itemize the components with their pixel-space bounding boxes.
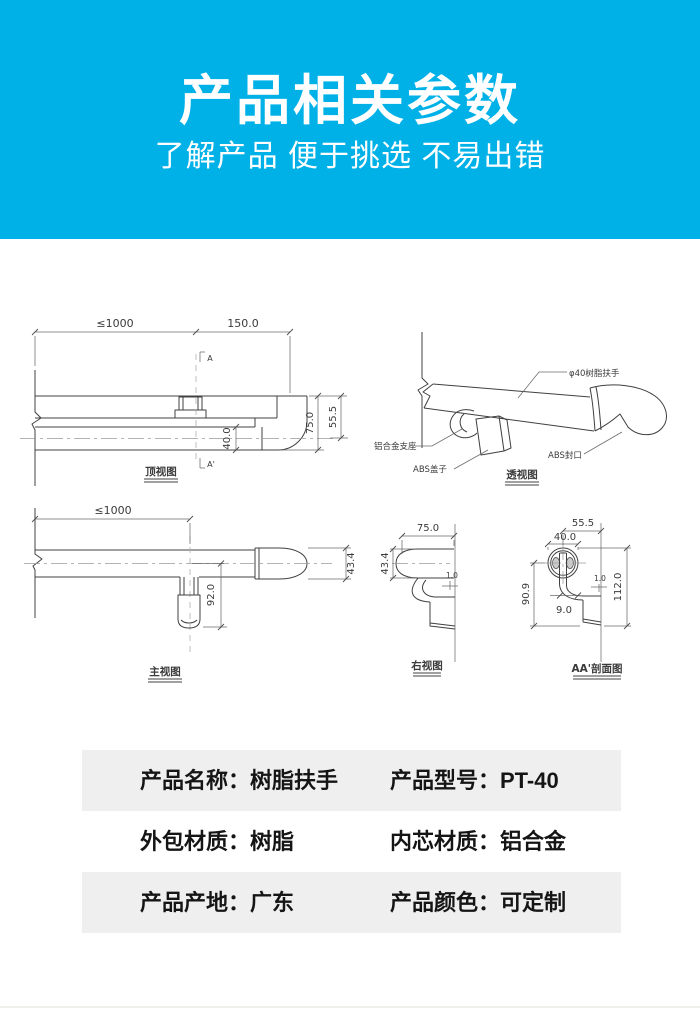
page-subtitle: 了解产品 便于挑选 不易出错 <box>154 140 546 173</box>
spec-outer-material: 外包材质：树脂 <box>140 829 295 854</box>
front-view-drawing: ≤1000 92.0 43.4 主视图 <box>0 500 360 700</box>
section-view-dim-base: 9.0 <box>556 605 572 616</box>
table-row: 外包材质：树脂 内芯材质：铝合金 <box>82 811 621 872</box>
perspective-leader-lines <box>416 371 623 470</box>
perspective-view-label: 透视图 <box>506 468 538 481</box>
spec-table: 产品名称：树脂扶手 产品型号：PT-40 外包材质：树脂 内芯材质：铝合金 产品… <box>82 750 621 933</box>
section-view-dimensions <box>530 527 631 630</box>
top-view-dim-end: 150.0 <box>227 317 259 330</box>
top-view-dim-to-center: 55.5 <box>328 406 339 428</box>
front-view-label: 主视图 <box>149 665 181 678</box>
callout-cover: ABS盖子 <box>413 464 447 475</box>
header-banner: 产品相关参数 了解产品 便于挑选 不易出错 <box>0 0 700 239</box>
section-marker-a: A <box>207 354 213 363</box>
footer-divider <box>0 1006 700 1008</box>
perspective-view-drawing: φ40树脂扶手 铝合金支座 ABS盖子 ABS封口 透视图 <box>360 300 700 500</box>
right-view-dimensions <box>389 532 458 590</box>
perspective-geometry <box>417 332 667 456</box>
right-view-geometry <box>392 524 456 662</box>
section-view-label-underline <box>573 675 621 680</box>
spec-product-name: 产品名称：树脂扶手 <box>140 768 339 793</box>
top-view-label: 顶视图 <box>145 465 177 478</box>
right-view-label-underline <box>413 672 441 677</box>
front-view-dim-bracket-drop: 92.0 <box>206 584 217 606</box>
callout-endcap: ABS封口 <box>548 450 582 461</box>
section-view-label: AA'剖面图 <box>572 662 623 675</box>
top-view-dim-length: ≤1000 <box>96 317 133 330</box>
callout-handrail: φ40树脂扶手 <box>569 368 620 379</box>
section-view-dim-drop: 90.9 <box>521 583 532 605</box>
right-view-label: 右视图 <box>410 659 443 672</box>
table-row: 产品产地：广东 产品颜色：可定制 <box>82 872 621 933</box>
spec-core-material: 内芯材质：铝合金 <box>390 829 567 854</box>
perspective-label-underline <box>505 481 539 486</box>
front-view-dim-length: ≤1000 <box>94 504 131 517</box>
front-view-geometry <box>24 508 332 652</box>
section-view-dim-tube: 40.0 <box>554 532 576 543</box>
spec-origin: 产品产地：广东 <box>140 890 295 915</box>
right-view-dim-wall: 1.0 <box>446 571 458 580</box>
section-view-dim-overall: 55.5 <box>572 518 594 529</box>
top-view-dimensions <box>31 328 348 469</box>
callout-support: 铝合金支座 <box>374 441 417 452</box>
top-view-dim-elbow-depth: 75.0 <box>305 412 316 434</box>
top-view-drawing: ≤1000 150.0 40.0 75.0 55.5 A A' 顶视图 <box>0 300 360 500</box>
front-view-dimensions <box>31 515 351 631</box>
front-view-dim-tube-height: 43.4 <box>346 552 357 574</box>
section-view-drawing: 55.5 40.0 90.9 112.0 1.0 9.0 AA'剖面图 <box>520 500 700 690</box>
right-view-drawing: 75.0 43.4 1.0 右视图 <box>380 500 540 690</box>
right-view-dim-height: 43.4 <box>380 552 391 574</box>
section-view-dim-wall: 1.0 <box>594 574 606 583</box>
front-view-label-underline <box>148 678 182 683</box>
page-title: 产品相关参数 <box>179 71 521 131</box>
top-view-label-underline <box>144 478 178 483</box>
section-view-dim-total-height: 112.0 <box>613 573 624 602</box>
table-row: 产品名称：树脂扶手 产品型号：PT-40 <box>82 750 621 811</box>
section-view-geometry <box>545 523 602 662</box>
spec-product-model: 产品型号：PT-40 <box>390 768 559 793</box>
section-marker-a-prime: A' <box>207 460 215 469</box>
right-view-dim-width: 75.0 <box>417 523 439 534</box>
top-view-geometry <box>20 354 334 486</box>
top-view-dim-tube-width: 40.0 <box>222 427 233 449</box>
spec-color: 产品颜色：可定制 <box>390 890 567 915</box>
